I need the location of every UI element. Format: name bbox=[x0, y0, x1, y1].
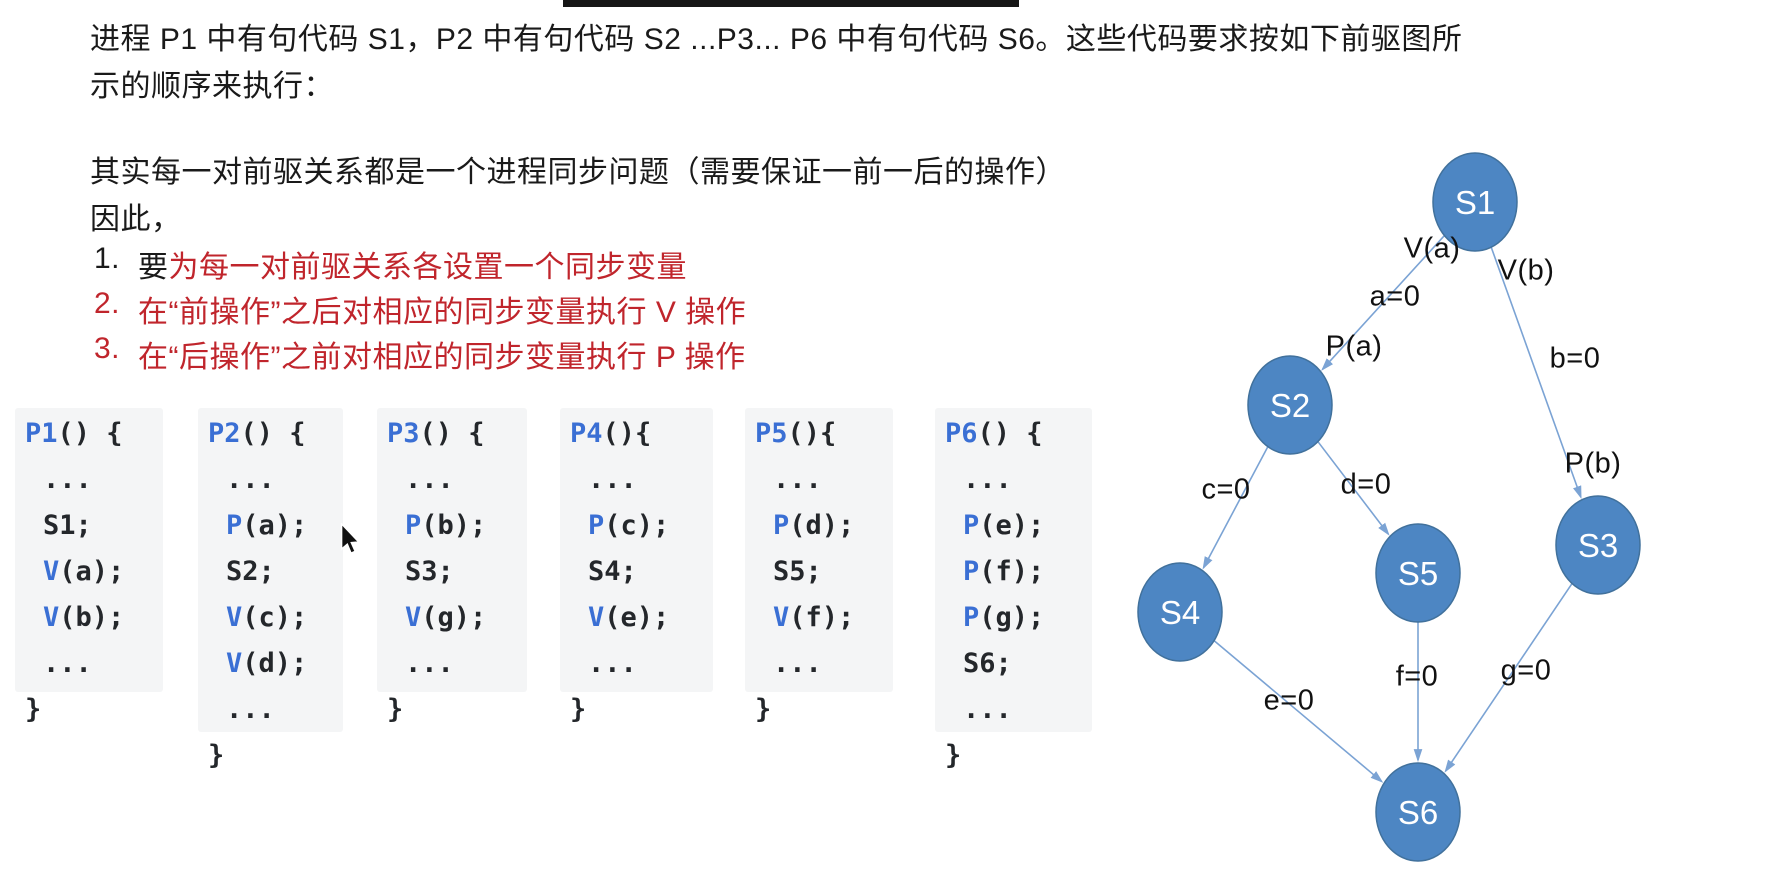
graph-node-S3 bbox=[1555, 495, 1641, 595]
code-line: P(c); bbox=[588, 510, 670, 541]
code-line: ... bbox=[773, 464, 822, 495]
code-line: S3; bbox=[405, 556, 454, 587]
code-line: P(b); bbox=[405, 510, 487, 541]
code-block-P1: P1() {... S1; V(a); V(b);...} bbox=[15, 408, 163, 725]
graph-node-label-S5: S5 bbox=[1398, 555, 1438, 592]
code-block-P3: P3() {... P(b); S3; V(g);...} bbox=[377, 408, 527, 725]
code-line: ... bbox=[588, 648, 637, 679]
code-line: ... bbox=[773, 648, 822, 679]
graph-node-label-S2: S2 bbox=[1270, 387, 1310, 424]
edge-label-a0: a=0 bbox=[1369, 280, 1421, 313]
code-line: P(g); bbox=[963, 602, 1045, 633]
code-line: ... bbox=[226, 694, 275, 725]
rule-number: 1. bbox=[94, 242, 121, 275]
note-line-2: 因此， bbox=[90, 203, 182, 236]
code-line: ... bbox=[405, 464, 454, 495]
graph-node-S2 bbox=[1247, 355, 1333, 455]
code-line: ... bbox=[43, 648, 92, 679]
graph-edge-S1-S2 bbox=[1321, 234, 1446, 371]
code-line: P4(){ bbox=[570, 418, 652, 449]
code-line: } bbox=[570, 694, 587, 725]
intro-line-2: 示的顺序来执行： bbox=[90, 70, 334, 103]
code-line: P2() { bbox=[208, 418, 306, 449]
cropped-title-bar bbox=[563, 0, 1019, 7]
code-line: V(g); bbox=[405, 602, 487, 633]
edge-label-d0: d=0 bbox=[1340, 468, 1392, 501]
edge-label-c0: c=0 bbox=[1201, 473, 1251, 506]
code-line: V(d); bbox=[226, 648, 308, 679]
graph-edge-S4-S6 bbox=[1212, 639, 1384, 783]
rule-item-1: 1. 要为每一对前驱关系各设置一个同步变量 bbox=[94, 242, 746, 287]
rule-item-2: 2. 在“前操作”之后对相应的同步变量执行 V 操作 bbox=[94, 287, 746, 332]
rule-number: 2. bbox=[94, 287, 121, 320]
code-line: P(d); bbox=[773, 510, 855, 541]
code-line: } bbox=[755, 694, 772, 725]
rule-item-3: 3. 在“后操作”之前对相应的同步变量执行 P 操作 bbox=[94, 332, 746, 377]
code-line: S5; bbox=[773, 556, 822, 587]
code-line: ... bbox=[963, 694, 1012, 725]
code-line: P5(){ bbox=[755, 418, 837, 449]
graph-node-S5 bbox=[1375, 523, 1461, 623]
graph-node-S1 bbox=[1432, 152, 1518, 252]
graph-edge-S1-S3 bbox=[1490, 245, 1582, 500]
code-line: P6() { bbox=[945, 418, 1043, 449]
edge-label-Pb: P(b) bbox=[1564, 447, 1622, 480]
code-line: } bbox=[945, 740, 962, 771]
code-line: S2; bbox=[226, 556, 275, 587]
code-line: } bbox=[208, 740, 225, 771]
rule-text: 在“后操作”之前对相应的同步变量执行 P 操作 bbox=[138, 341, 746, 374]
rules-list: 1. 要为每一对前驱关系各设置一个同步变量 2. 在“前操作”之后对相应的同步变量执行… bbox=[94, 242, 746, 377]
code-line: ... bbox=[405, 648, 454, 679]
code-block-P5: P5(){... P(d); S5; V(f);...} bbox=[745, 408, 893, 725]
code-line: ... bbox=[226, 464, 275, 495]
graph-node-label-S1: S1 bbox=[1455, 184, 1495, 221]
code-line: ... bbox=[43, 464, 92, 495]
code-line: ... bbox=[963, 464, 1012, 495]
edge-label-Pa: P(a) bbox=[1325, 330, 1383, 363]
code-line: V(b); bbox=[43, 602, 125, 633]
code-line: V(c); bbox=[226, 602, 308, 633]
code-block-P4: P4(){... P(c); S4; V(e);...} bbox=[560, 408, 713, 725]
code-line: P(e); bbox=[963, 510, 1045, 541]
code-line: P1() { bbox=[25, 418, 123, 449]
intro-text: 进程 P1 中有句代码 S1，P2 中有句代码 S2 ...P3... P6 中… bbox=[90, 16, 1462, 110]
intro-line-1: 进程 P1 中有句代码 S1，P2 中有句代码 S2 ...P3... P6 中… bbox=[90, 23, 1463, 56]
graph-node-label-S6: S6 bbox=[1398, 794, 1438, 831]
rule-text: 为每一对前驱关系各设置一个同步变量 bbox=[168, 251, 687, 284]
edge-label-Va: V(a) bbox=[1403, 232, 1461, 265]
graph-edge-S2-S4 bbox=[1202, 445, 1270, 570]
code-line: P(f); bbox=[963, 556, 1045, 587]
code-line: V(e); bbox=[588, 602, 670, 633]
graph-edge-S2-S5 bbox=[1316, 440, 1390, 536]
mouse-cursor-icon bbox=[338, 521, 362, 560]
code-line: ... bbox=[588, 464, 637, 495]
graph-node-label-S3: S3 bbox=[1578, 527, 1618, 564]
code-line: S4; bbox=[588, 556, 637, 587]
code-block-P6: P6() {... P(e); P(f); P(g); S6;...} bbox=[935, 408, 1092, 771]
rule-text: 在“前操作”之后对相应的同步变量执行 V 操作 bbox=[138, 296, 747, 329]
edge-label-f0: f=0 bbox=[1395, 660, 1439, 693]
code-line: V(f); bbox=[773, 602, 855, 633]
code-line: P3() { bbox=[387, 418, 485, 449]
code-block-P2: P2() {... P(a); S2; V(c); V(d);...} bbox=[198, 408, 343, 771]
code-line: } bbox=[387, 694, 404, 725]
code-line: V(a); bbox=[43, 556, 125, 587]
edge-label-g0: g=0 bbox=[1500, 654, 1552, 687]
rule-prefix: 要 bbox=[138, 251, 169, 284]
rule-number: 3. bbox=[94, 332, 121, 365]
graph-node-label-S4: S4 bbox=[1160, 594, 1200, 631]
graph-node-S4 bbox=[1137, 562, 1223, 662]
note-line-1: 其实每一对前驱关系都是一个进程同步问题（需要保证一前一后的操作） bbox=[90, 156, 1066, 189]
edge-label-Vb: V(b) bbox=[1497, 254, 1555, 287]
graph-edge-S3-S6 bbox=[1444, 582, 1574, 773]
code-line: S6; bbox=[963, 648, 1012, 679]
code-line: P(a); bbox=[226, 510, 308, 541]
graph-node-S6 bbox=[1375, 762, 1461, 862]
code-line: S1; bbox=[43, 510, 92, 541]
edge-label-b0: b=0 bbox=[1549, 342, 1601, 375]
sync-note: 其实每一对前驱关系都是一个进程同步问题（需要保证一前一后的操作） 因此， bbox=[90, 149, 1066, 243]
edge-label-e0: e=0 bbox=[1263, 684, 1315, 717]
code-line: } bbox=[25, 694, 42, 725]
